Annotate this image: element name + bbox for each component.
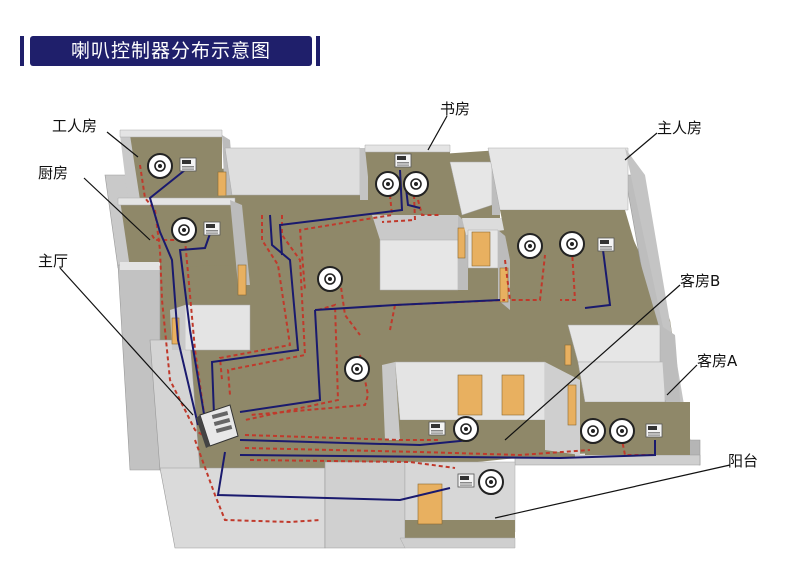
banner-bar — [30, 36, 312, 66]
speaker-icon — [317, 266, 343, 292]
label-guest-room-b: 客房B — [680, 272, 721, 290]
volume-control-panel-icon — [179, 157, 197, 172]
main-hall-walls — [170, 304, 251, 351]
speaker-icon — [375, 171, 401, 197]
label-balcony: 阳台 — [728, 452, 759, 470]
label-kitchen: 厨房 — [38, 164, 69, 182]
speaker-icon — [609, 418, 635, 444]
guest-room-a — [564, 324, 690, 455]
label-main-hall: 主厅 — [38, 252, 69, 270]
volume-control-panel-icon — [457, 473, 475, 488]
label-worker-room: 工人房 — [52, 117, 98, 135]
label-study: 书房 — [440, 100, 471, 118]
volume-control-panel-icon — [597, 237, 615, 252]
central-controller-icon — [196, 404, 239, 448]
speaker-icon — [171, 217, 197, 243]
guest-room-b — [382, 361, 580, 460]
label-master-room: 主人房 — [657, 119, 703, 137]
outer-walls — [104, 174, 701, 549]
speaker-icon — [403, 171, 429, 197]
volume-control-panel-icon — [428, 421, 446, 436]
label-guest-room-a: 客房A — [697, 352, 738, 370]
title-banner: 喇叭控制器分布示意图 — [20, 36, 320, 66]
speaker-icon — [517, 233, 543, 259]
wiring-blue — [148, 169, 656, 502]
speaker-icon — [580, 418, 606, 444]
diagram-title: 喇叭控制器分布示意图 — [70, 40, 271, 62]
volume-control-panel-icon — [394, 153, 412, 168]
banner-right-tick — [316, 36, 320, 66]
speaker-icon — [478, 469, 504, 495]
speaker-icon — [147, 153, 173, 179]
banner-left-tick — [20, 36, 24, 66]
volume-control-panel-icon — [203, 221, 221, 236]
volume-control-panel-icon — [645, 423, 663, 438]
corridor-walls — [224, 147, 368, 200]
speaker-icon — [453, 416, 479, 442]
worker-room — [119, 129, 235, 200]
leader-lines — [59, 115, 731, 519]
speaker-icon — [344, 356, 370, 382]
speaker-icon — [559, 231, 585, 257]
